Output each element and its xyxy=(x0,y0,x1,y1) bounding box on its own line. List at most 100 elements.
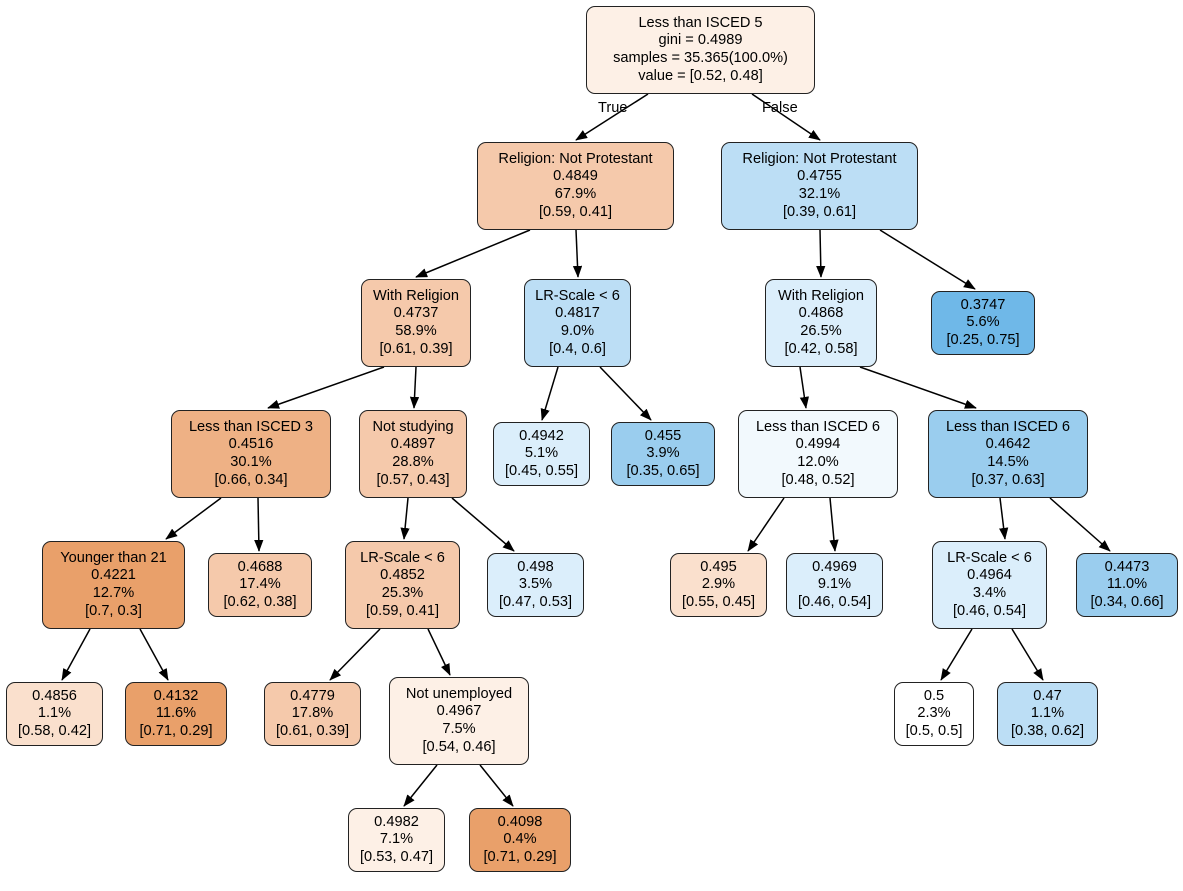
tree-edge xyxy=(540,366,559,421)
tree-edge xyxy=(572,229,583,278)
node-samples: 2.9% xyxy=(701,576,736,593)
node-gini: 0.4982 xyxy=(374,813,419,830)
node-gini: 0.4221 xyxy=(91,567,136,584)
node-gini: 0.4942 xyxy=(519,427,564,444)
node-samples: 3.5% xyxy=(518,576,553,593)
node-samples: 67.9% xyxy=(554,186,597,202)
tree-edge xyxy=(479,764,514,807)
tree-edge xyxy=(859,366,977,409)
node-samples: 7.5% xyxy=(442,721,476,737)
tree-edge xyxy=(329,628,381,681)
node-samples: 28.8% xyxy=(392,454,434,470)
tree-edge xyxy=(1011,628,1044,681)
node-samples: 9.0% xyxy=(560,323,595,339)
node-value: [0.7, 0.3] xyxy=(85,602,142,619)
node-split-label: With Religion xyxy=(778,287,864,304)
node-samples: 11.6% xyxy=(155,705,197,722)
tree-edge xyxy=(999,497,1009,540)
node-gini: 0.4969 xyxy=(812,558,857,575)
node-value: [0.62, 0.38] xyxy=(223,593,297,610)
node-samples: 14.5% xyxy=(987,454,1029,470)
node-value: [0.37, 0.63] xyxy=(971,471,1045,488)
tree-edge xyxy=(747,497,785,552)
node-value: [0.48, 0.52] xyxy=(781,471,855,488)
node-value: [0.61, 0.39] xyxy=(379,340,453,357)
node-gini: 0.4856 xyxy=(32,687,77,704)
node-gini: 0.4868 xyxy=(798,305,844,322)
node-value: [0.4, 0.6] xyxy=(549,340,606,357)
tree-edge xyxy=(799,366,809,409)
node-value: [0.71, 0.29] xyxy=(139,722,213,739)
tree-edge xyxy=(829,497,839,552)
node-samples: 7.1% xyxy=(379,831,414,848)
node-split-label: Younger than 21 xyxy=(60,549,167,566)
node-value: [0.71, 0.29] xyxy=(483,848,557,865)
node-value: [0.57, 0.43] xyxy=(376,471,450,488)
node-value: [0.55, 0.45] xyxy=(681,593,756,610)
node-gini: 0.4817 xyxy=(555,305,600,322)
node-samples: 2.3% xyxy=(917,705,951,722)
tree-edge xyxy=(400,497,410,540)
node-split-label: Less than ISCED 3 xyxy=(188,418,314,435)
tree-edge xyxy=(267,366,385,409)
tree-edge xyxy=(139,628,169,681)
node-split-label: With Religion xyxy=(373,287,459,304)
node-gini: 0.4897 xyxy=(390,436,436,453)
node-samples: samples = 35.365(100.0%) xyxy=(613,50,788,66)
node-gini: 0.495 xyxy=(700,558,737,575)
node-gini: 0.4473 xyxy=(1104,558,1150,575)
node-value: [0.47, 0.53] xyxy=(498,593,573,610)
node-gini: 0.3747 xyxy=(960,296,1006,313)
node-gini: 0.4852 xyxy=(380,567,425,584)
node-samples: 25.3% xyxy=(381,585,424,601)
tree-edge xyxy=(599,366,652,421)
node-value: [0.25, 0.75] xyxy=(946,331,1020,348)
tree-edge xyxy=(254,497,264,552)
tree-edge xyxy=(403,764,438,807)
tree-edge xyxy=(415,229,531,278)
node-value: [0.58, 0.42] xyxy=(17,722,92,739)
tree-edge xyxy=(816,229,826,278)
node-samples: 11.0% xyxy=(1106,576,1148,593)
node-gini: 0.455 xyxy=(644,427,682,444)
node-value: [0.59, 0.41] xyxy=(538,203,613,220)
tree-edge xyxy=(940,628,973,681)
node-gini: 0.4849 xyxy=(553,168,598,185)
node-split-label: Religion: Not Protestant xyxy=(742,150,897,167)
node-value: [0.46, 0.54] xyxy=(952,602,1027,619)
node-value: [0.38, 0.62] xyxy=(1010,722,1085,739)
node-samples: 32.1% xyxy=(798,186,841,202)
node-gini: 0.47 xyxy=(1033,687,1062,704)
node-gini: 0.4967 xyxy=(436,703,482,720)
